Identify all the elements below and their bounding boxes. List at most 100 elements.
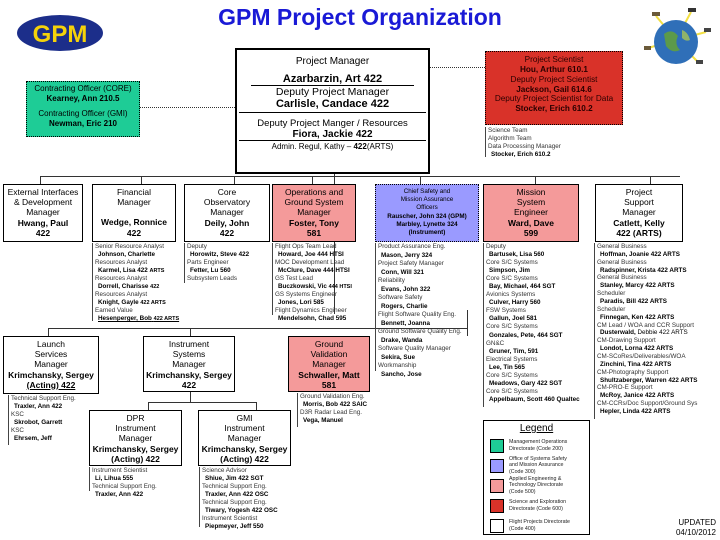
manager-title: Core [217,187,237,197]
contracting-name-gmi: Newman, Eric 210 [48,118,118,128]
staff-name: Bartusek, Lisa 560 [489,251,545,259]
staff-name: Mendelsohn, Chad 595 [278,315,347,323]
manager-code: 422 [181,379,197,390]
staff-name: Hoffman, Joanie 422 ARTS [600,250,680,258]
dpr-staff-list: Instrument Scientist Li, Lihua 555 Techn… [89,467,157,498]
staff-name: Li, Lihua 555 [95,475,134,483]
manager-title: Manager [34,359,68,370]
staff-name: Fetter, Lu 560 [190,267,231,275]
staff-role: Scheduler [597,290,626,298]
staff-name: Traxler, Ann 422 [14,403,63,411]
manager-title: Mission Assurance [400,196,454,204]
ground-validation-staff-list: Ground Validation Eng. Morris, Bob 422 S… [297,393,367,427]
staff-role: Parts Engineer [187,259,229,267]
manager-name: Krimchansky, Sergey [8,369,94,380]
contracting-officers-box: Contracting Officer (CORE) Kearney, Ann … [26,81,140,137]
manager-title: Manager [297,207,331,218]
staff-role: Scheduler [597,305,626,313]
staff-role: Flight Dynamics Engineer [275,307,347,315]
core-observatory-staff-list: Deputy Horowitz, Steve 422 Parts Enginee… [184,243,249,283]
manager-title: Manager [312,359,346,370]
updated-date: 04/10/2012 [675,527,716,537]
dps-name: Jackson, Gail 614.6 [516,84,592,94]
staff-role: CM Lead / WOA and CCR Support [597,321,694,329]
staff-role: Electrical Systems [486,355,538,363]
manager-title: Services [34,349,68,360]
manager-name: Wedge, Ronnice [101,217,167,228]
staff-name: Skrobot, Garrett [14,419,63,427]
staff-role: Technical Support Eng. [202,499,267,507]
staff-role: Flight Software Quality Eng. [378,311,457,318]
legend-item: Science and Exploration Directorate (Cod… [490,497,589,514]
staff-name: Shiue, Jim 422 SGT [205,475,264,483]
staff-role: CM-Photography Support [597,368,669,376]
manager-code: 422 [35,227,51,238]
manager-title: Instrument [115,423,156,434]
staff-name: Conn, Will 321 [381,268,424,276]
manager-box-dpr-instrument: DPR Instrument Manager Krimchansky, Serg… [89,410,182,466]
manager-title: Manager [622,207,656,218]
staff-role: Deputy [486,243,506,250]
contracting-name-core: Kearney, Ann 210.5 [46,93,120,103]
manager-name: Ward, Dave [508,217,554,228]
manager-title: Engineer [513,207,549,218]
legend-label: Science and Exploration Directorate (Cod… [509,499,567,512]
manager-title: Financial [116,187,152,197]
staff-role: CM-PRO-E Support [597,384,653,392]
staff-role: Science Advisor [202,467,247,474]
staff-role: CM-SCoRes/Deliverables/WOA [597,353,686,361]
staff-role: General Business [597,243,647,250]
staff-name: Bay, Michael, 464 SGT [489,283,556,291]
manager-title: Project [625,187,653,197]
staff-role: Avionics Systems [486,291,536,299]
updated-stamp: UPDATED 04/10/2012 [668,518,716,537]
earth-satellites-icon [636,2,716,72]
staff-name: Finnegan, Ken 422 ARTS [600,313,675,321]
staff-name: McClure, Dave 444 HTSI [278,267,350,275]
manager-box-ground-validation: Ground Validation Manager Schwaller, Mat… [288,336,370,392]
manager-box-project-support: Project Support Manager Catlett, Kelly 4… [595,184,683,242]
staff-name: Knight, Gayle 422 ARTS [98,299,166,307]
staff-name: Gruner, Tim, 591 [489,347,539,355]
legend-swatch [490,518,504,533]
safety-staff-list: Product Assurance Eng. Mason, Jerry 324 … [375,243,462,378]
staff-name: Stanley, Marcy 422 ARTS [600,282,675,290]
launch-staff-list: Technical Support Eng. Traxler, Ann 422 … [8,395,76,445]
staff-role: Technical Support Eng. [202,483,267,491]
project-support-staff-list: General Business Hoffman, Joanie 422 ART… [594,243,698,419]
staff-name: Simpson, Jim [489,267,530,275]
staff-role: CM-CCRs/Doc Support/Ground Sys [597,400,698,408]
staff-name: Morris, Bob 422 SAIC [303,401,368,409]
legend-label: Management Operations Directorate (Code … [509,439,568,452]
staff-role: GS Test Lead [275,275,314,283]
manager-box-external-interfaces: External Interfaces & Development Manage… [3,184,83,242]
team-person: Stocker, Erich 610.2 [491,151,551,159]
staff-role: Instrument Scientist [202,515,258,523]
team-item: Data Processing Manager [488,143,561,151]
staff-role: Software Quality Manager [378,345,451,352]
staff-role: Resources Analyst [95,275,148,283]
staff-role: Subsystem Leads [187,275,238,283]
logo-text: GPM [33,21,88,48]
staff-role: Ground Software Quality Eng. [378,328,462,335]
legend-item: Management Operations Directorate (Code … [490,437,589,454]
staff-role: Product Assurance Eng. [378,243,446,250]
manager-name: Rauscher, John 324 (GPM) [387,212,467,220]
dps-role: Deputy Project Scientist [510,74,598,84]
staff-role: Resources Analyst [95,259,148,267]
gmi-staff-list: Science Advisor Shiue, Jim 422 SGT Techn… [199,467,278,530]
resources-pm-name: Fiora, Jackie 422 [239,129,426,141]
staff-role: CM-Drawing Support [597,337,656,345]
manager-title: Manager [172,359,206,370]
staff-name: McRoy, Janice 422 ARTS [600,392,675,400]
legend-label: Flight Projects Directorate (Code 400) [509,519,570,532]
staff-role: Core S/C Systems [486,371,538,379]
resources-pm-role: Deputy Project Manger / Resources [257,118,408,129]
manager-title: Ground System [284,197,344,208]
contracting-role-core: Contracting Officer (CORE) [34,84,132,93]
staff-name: Shultzaberger, Warren 422 ARTS [600,376,698,384]
pm-name: Azarbarzin, Art 422 [251,73,414,86]
staff-role: Technical Support Eng. [92,483,157,491]
staff-role: Core S/C Systems [486,259,538,267]
staff-name: Jones, Lori 585 [278,299,324,307]
